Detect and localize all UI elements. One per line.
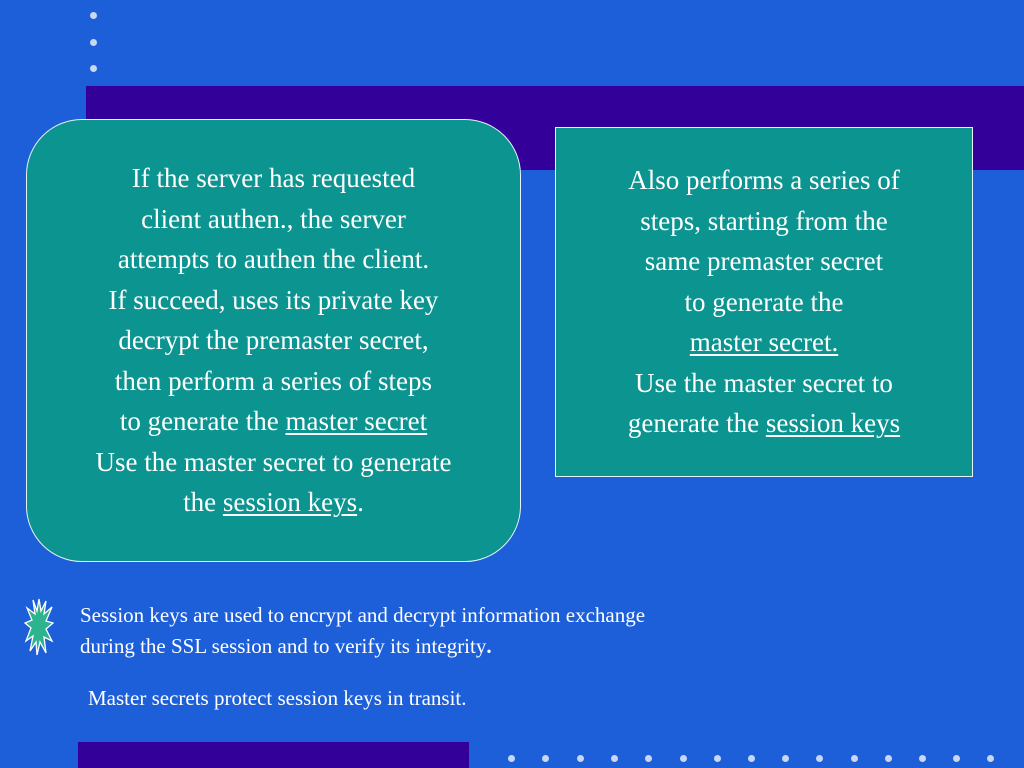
right-line: generate the session keys [628,403,900,444]
right-line: Also performs a series of [628,165,900,196]
right-box-text: Also performs a series of steps, startin… [628,160,900,444]
note-line: Session keys are used to encrypt and dec… [80,603,646,627]
right-line: same premaster secret [644,246,884,277]
left-line: client authen., the server [141,203,406,234]
decor-dot [577,755,584,762]
decor-dot [645,755,652,762]
decor-dot [953,755,960,762]
decor-dot [90,65,97,72]
session-keys-link: session keys [222,487,358,518]
decor-dot [542,755,549,762]
left-line: attempts to authen the client. [117,244,430,275]
decor-dot [90,39,97,46]
right-line-prefix: generate the [627,408,766,439]
master-secret-link: master secret. [689,327,839,358]
note-line-period: . [486,634,492,658]
decor-dot [816,755,823,762]
left-line: decrypt the premaster secret, [118,325,429,356]
decor-dot [680,755,687,762]
master-secret-link: master secret [285,406,428,437]
decor-dot [987,755,994,762]
decor-dot [748,755,755,762]
session-keys-note: Session keys are used to encrypt and dec… [80,600,960,662]
left-text-box: If the server has requested client authe… [26,119,521,562]
left-line-prefix: to generate the [119,406,286,437]
left-box-text: If the server has requested client authe… [95,158,451,523]
decor-dot [611,755,618,762]
left-line: If the server has requested [131,163,416,194]
left-line: to generate the master secret [95,401,451,442]
note-line: during the SSL session and to verify its… [80,631,960,662]
bottom-band [78,742,469,768]
decor-dot [782,755,789,762]
session-keys-link: session keys [765,408,901,439]
decor-dot [714,755,721,762]
left-line-suffix: . [357,487,364,518]
decor-dot [851,755,858,762]
left-line: then perform a series of steps [114,365,433,396]
master-secrets-note: Master secrets protect session keys in t… [88,686,467,710]
decor-dot [508,755,515,762]
left-line-prefix: the [183,487,223,518]
right-line: steps, starting from the [640,205,888,236]
left-line: the session keys. [95,482,451,523]
left-line: Use the master secret to generate [95,446,452,477]
decor-dot [885,755,892,762]
decor-dot [919,755,926,762]
right-text-box: Also performs a series of steps, startin… [555,127,973,477]
decor-dot [90,12,97,19]
starburst-bullet-icon [24,598,54,656]
note-line-text: during the SSL session and to verify its… [80,634,487,658]
left-line: If succeed, uses its private key [108,284,439,315]
right-line: to generate the [684,286,844,317]
right-line: Use the master secret to [635,367,893,398]
